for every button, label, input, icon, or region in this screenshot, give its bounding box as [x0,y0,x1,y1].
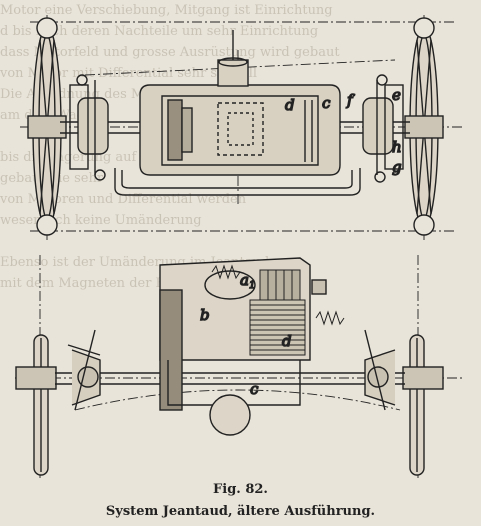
left-wheel-top [27,17,67,236]
spur-gear [159,289,183,411]
label-f-top: f [346,91,355,109]
bleed-line: mit dem Magneten der Batterie [0,276,210,291]
top-drawing: d c f e h g [20,15,465,240]
hub-circle [209,394,251,436]
right-wheel-top [404,17,444,236]
bleed-line: von Motor mit Differential sehr schnell [0,66,258,81]
label-a-bottom: a1 [240,271,255,291]
label-g-top: g [392,158,402,176]
motor-housing-bottom [159,257,327,411]
pulley-top [217,30,249,87]
tie-bar-top [114,168,361,196]
label-d-bottom: d [282,332,292,350]
bleed-line: von Motoren und Differential werden [0,192,247,207]
right-knuckle [364,329,396,411]
left-knuckle [67,329,101,411]
right-hub-top [362,74,404,183]
label-c-bottom: c [250,380,259,398]
commutator [259,269,301,301]
field-coil-stack [249,299,306,356]
left-hub-top [69,74,109,181]
label-h-top: h [392,138,402,156]
label-c-top: c [322,94,331,112]
bleed-line: d bis nach deren Nachteile um sehr Einri… [0,24,319,39]
figure-caption: System Jeantaud, ältere Ausführung. [105,504,376,519]
left-wheel-bottom [15,334,57,476]
bleed-line: Motor eine Verschiebung, Mitgang ist Ein… [0,3,333,18]
label-d-top: d [285,96,295,114]
label-b-bottom: b [200,306,210,324]
figure-number: Fig. 82. [213,482,268,497]
spring-top [211,264,241,280]
spring-right [315,310,345,326]
label-e-top: e [392,86,401,104]
bleed-line: dass Motorfeld und grosse Ausrüstung wir… [0,45,340,60]
right-wheel-bottom [402,334,444,476]
bottom-drawing: a1 b d c [15,255,465,478]
motor-housing-top [139,84,341,176]
